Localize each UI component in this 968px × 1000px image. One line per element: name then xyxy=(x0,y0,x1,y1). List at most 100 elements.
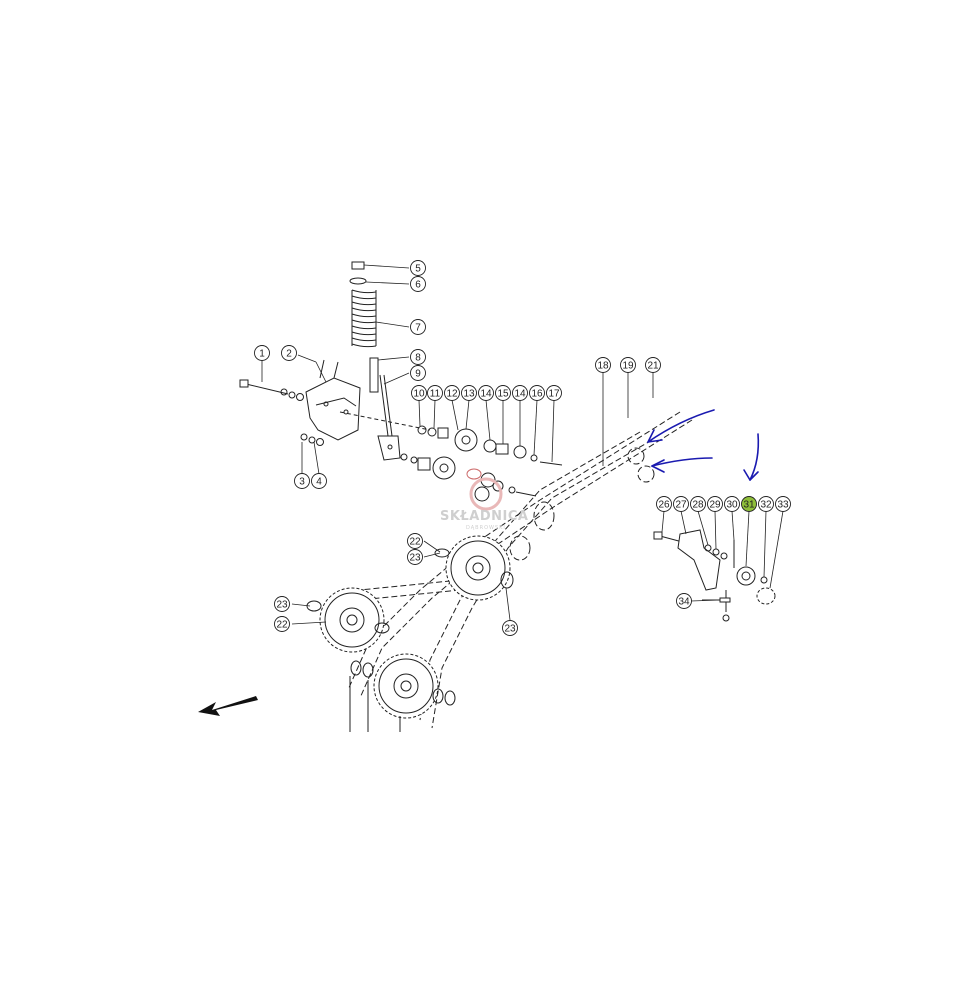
callout-circle xyxy=(775,496,791,512)
callout-10: 10 xyxy=(411,385,427,401)
callout-circle xyxy=(444,385,460,401)
callout-7: 7 xyxy=(410,319,426,335)
callout-8: 8 xyxy=(410,349,426,365)
callout-circle xyxy=(673,496,689,512)
callout-number: 5 xyxy=(415,264,421,275)
callout-number: 21 xyxy=(647,361,659,372)
callout-number: 6 xyxy=(415,280,421,291)
washer xyxy=(280,388,288,396)
idler-arm-assembly xyxy=(653,529,776,622)
large-sprocket-upper xyxy=(434,535,514,601)
callout-4: 4 xyxy=(311,473,327,489)
washer xyxy=(349,277,367,285)
callout-number: 14 xyxy=(480,389,492,400)
callout-number: 28 xyxy=(692,500,704,511)
washer xyxy=(288,391,296,399)
rod-eye xyxy=(377,435,401,461)
callout-2: 2 xyxy=(281,345,297,361)
watermark-logo-icon xyxy=(469,477,503,511)
callout-circle xyxy=(690,496,706,512)
callout-number: 13 xyxy=(463,389,475,400)
callout-number: 8 xyxy=(415,353,421,364)
callout-23: 23 xyxy=(407,549,423,565)
callout-26: 26 xyxy=(656,496,672,512)
callout-number: 3 xyxy=(299,477,305,488)
callout-circle xyxy=(254,345,270,361)
watermark-name: SKŁADNICA xyxy=(440,509,528,524)
callout-circle xyxy=(595,357,611,373)
callout-29: 29 xyxy=(707,496,723,512)
callout-circle xyxy=(529,385,545,401)
callout-circle xyxy=(676,593,692,609)
callout-number: 23 xyxy=(276,600,288,611)
callout-6: 6 xyxy=(410,276,426,292)
callout-22: 22 xyxy=(407,533,423,549)
sprocket-small xyxy=(454,428,478,452)
callout-22: 22 xyxy=(274,616,290,632)
callout-circle xyxy=(407,533,423,549)
callout-16: 16 xyxy=(529,385,545,401)
callout-30: 30 xyxy=(724,496,740,512)
bracket-tab xyxy=(319,359,339,379)
annotation-arrow-icon xyxy=(749,433,760,481)
callout-circle xyxy=(427,385,443,401)
callout-circle xyxy=(410,319,426,335)
callout-27: 27 xyxy=(673,496,689,512)
sprocket-small xyxy=(432,456,456,480)
callout-circle xyxy=(274,616,290,632)
bracket-fold xyxy=(315,397,357,407)
nut xyxy=(296,393,304,401)
callout-circle xyxy=(758,496,774,512)
callout-number: 2 xyxy=(286,349,292,360)
callout-number: 12 xyxy=(446,389,458,400)
callout-circle xyxy=(512,385,528,401)
callout-21: 21 xyxy=(645,357,661,373)
annotation-arrows xyxy=(647,409,760,481)
callout-number: 7 xyxy=(415,323,421,334)
large-sprocket-left xyxy=(306,587,390,678)
callout-28: 28 xyxy=(690,496,706,512)
callout-number: 10 xyxy=(413,389,425,400)
callout-circle xyxy=(478,385,494,401)
idler-arm-part xyxy=(677,529,721,591)
callout-23: 23 xyxy=(502,620,518,636)
tensioner-assembly xyxy=(239,261,563,502)
callout-15: 15 xyxy=(495,385,511,401)
callout-number: 31 xyxy=(743,500,755,511)
callout-circle xyxy=(311,473,327,489)
callout-5: 5 xyxy=(410,260,426,276)
callout-1: 1 xyxy=(254,345,270,361)
callout-circle xyxy=(294,473,310,489)
callout-number: 17 xyxy=(548,389,560,400)
callout-number: 9 xyxy=(415,369,421,380)
callout-circle xyxy=(411,385,427,401)
watermark: SKŁADNICA DĄBROWSKI xyxy=(440,477,528,531)
callout-circle xyxy=(645,357,661,373)
callout-33: 33 xyxy=(775,496,791,512)
callout-19: 19 xyxy=(620,357,636,373)
callout-32: 32 xyxy=(758,496,774,512)
callout-number: 33 xyxy=(777,500,789,511)
callout-circle xyxy=(410,260,426,276)
callout-34: 34 xyxy=(676,593,692,609)
callout-number: 22 xyxy=(409,537,421,548)
callout-number: 27 xyxy=(675,500,687,511)
callout-number: 23 xyxy=(504,624,516,635)
callout-circle xyxy=(707,496,723,512)
bearing xyxy=(495,443,509,455)
callout-14: 14 xyxy=(478,385,494,401)
callout-number: 11 xyxy=(430,389,441,400)
callout-circle xyxy=(274,596,290,612)
callout-23: 23 xyxy=(274,596,290,612)
callout-17: 17 xyxy=(546,385,562,401)
callout-number: 4 xyxy=(316,477,322,488)
callout-13: 13 xyxy=(461,385,477,401)
callout-circle xyxy=(741,496,757,512)
idler-wheel-part xyxy=(736,566,756,586)
large-sprocket-lower xyxy=(349,653,456,732)
callout-circle xyxy=(410,276,426,292)
callout-number: 30 xyxy=(726,500,738,511)
